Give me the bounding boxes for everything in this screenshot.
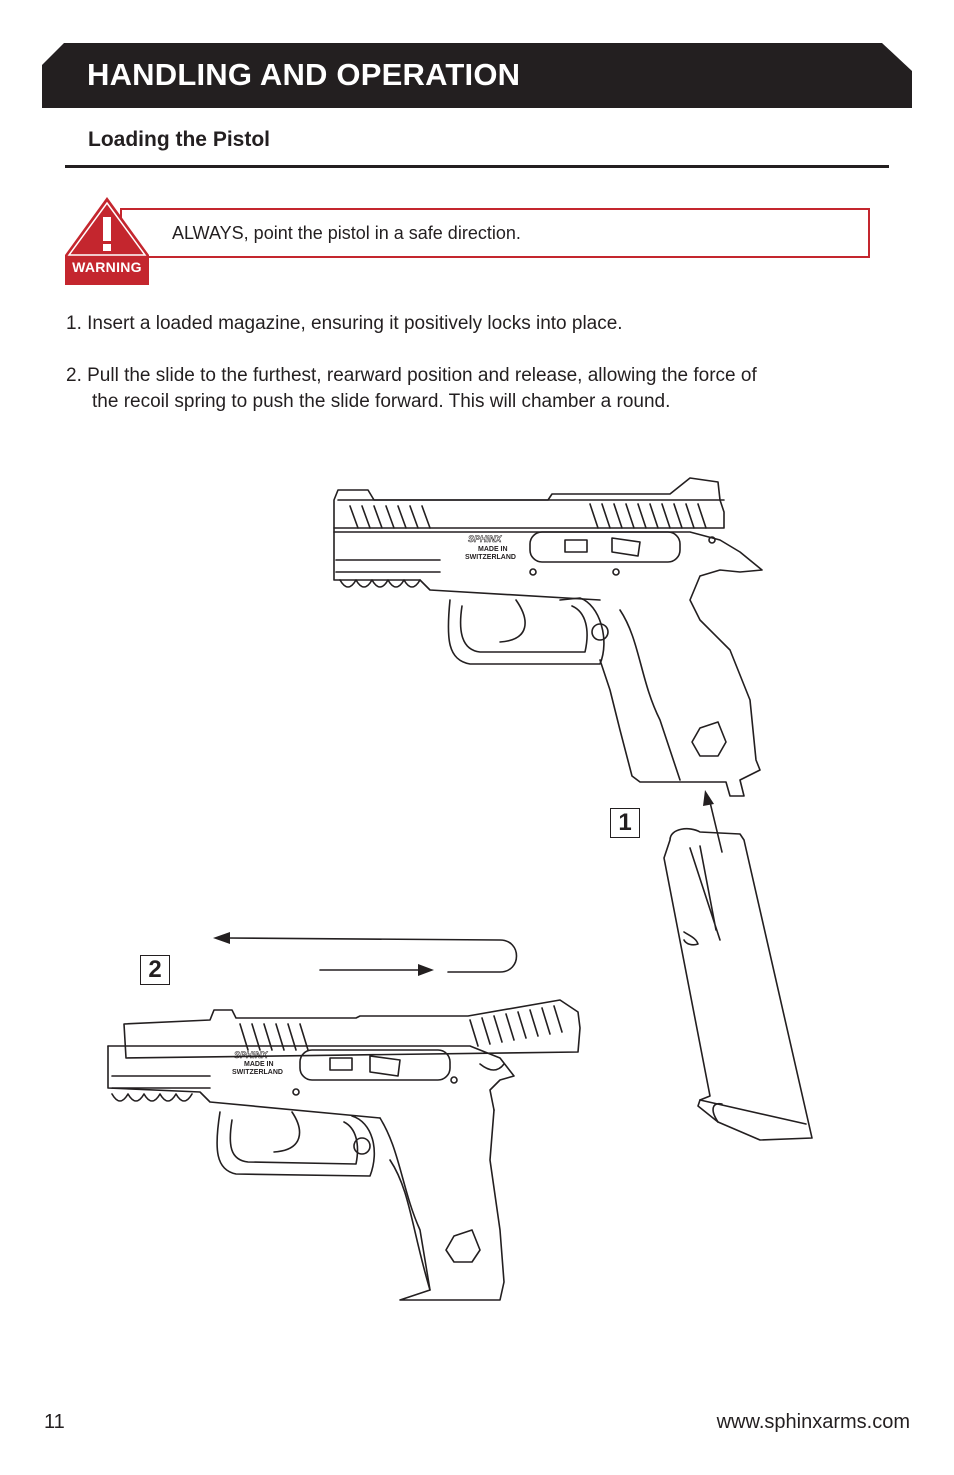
- rear-serrations: [589, 503, 707, 529]
- step-2: 2. Pull the slide to the furthest, rearw…: [66, 363, 896, 415]
- callout-2: 2: [140, 955, 170, 985]
- footer-website-link[interactable]: www.sphinxarms.com: [716, 1411, 910, 1433]
- divider: [65, 165, 889, 168]
- lower-front-serrations: [239, 1023, 309, 1051]
- engraving-brand-lower: SPHINX: [234, 1050, 269, 1060]
- pistol-lower-illustration: SPHINX MADE IN SWITZERLAND: [107, 999, 581, 1301]
- step-1: 1. Insert a loaded magazine, ensuring it…: [66, 313, 623, 334]
- engraving-line1-lower: MADE IN: [244, 1061, 274, 1068]
- engraving-line2-lower: SWITZERLAND: [232, 1069, 283, 1076]
- lower-grip-medallion-icon: [445, 1229, 481, 1263]
- step-2-line-1: 2. Pull the slide to the furthest, rearw…: [66, 365, 757, 386]
- warning-text: ALWAYS, point the pistol in a safe direc…: [172, 223, 521, 243]
- warning-icon: WARNING: [65, 195, 149, 285]
- insert-arrow: [703, 790, 723, 853]
- engraving-line2-upper: SWITZERLAND: [465, 554, 516, 561]
- subsection-title: Loading the Pistol: [88, 128, 270, 151]
- magazine-illustration: [663, 827, 813, 1141]
- callout-1: 1: [610, 808, 640, 838]
- engraving-brand-upper: SPHINX: [468, 534, 503, 544]
- step-2-line-2: the recoil spring to push the slide forw…: [92, 391, 671, 412]
- warning-triangle-icon: [65, 197, 149, 285]
- page-title: HANDLING AND OPERATION: [87, 57, 521, 92]
- page-number: 11: [44, 1411, 65, 1433]
- banner-background: [42, 43, 912, 108]
- engraving-line1-upper: MADE IN: [478, 546, 508, 553]
- section-banner: HANDLING AND OPERATION: [42, 43, 912, 108]
- front-serrations: [349, 505, 431, 529]
- pistol-upper-illustration: SPHINX MADE IN SWITZERLAND: [333, 477, 763, 797]
- grip-medallion-icon: [691, 721, 727, 757]
- slide-cycle-arrow: [213, 932, 518, 976]
- lower-rear-serrations: [469, 1005, 563, 1047]
- warning-label: WARNING: [72, 259, 142, 275]
